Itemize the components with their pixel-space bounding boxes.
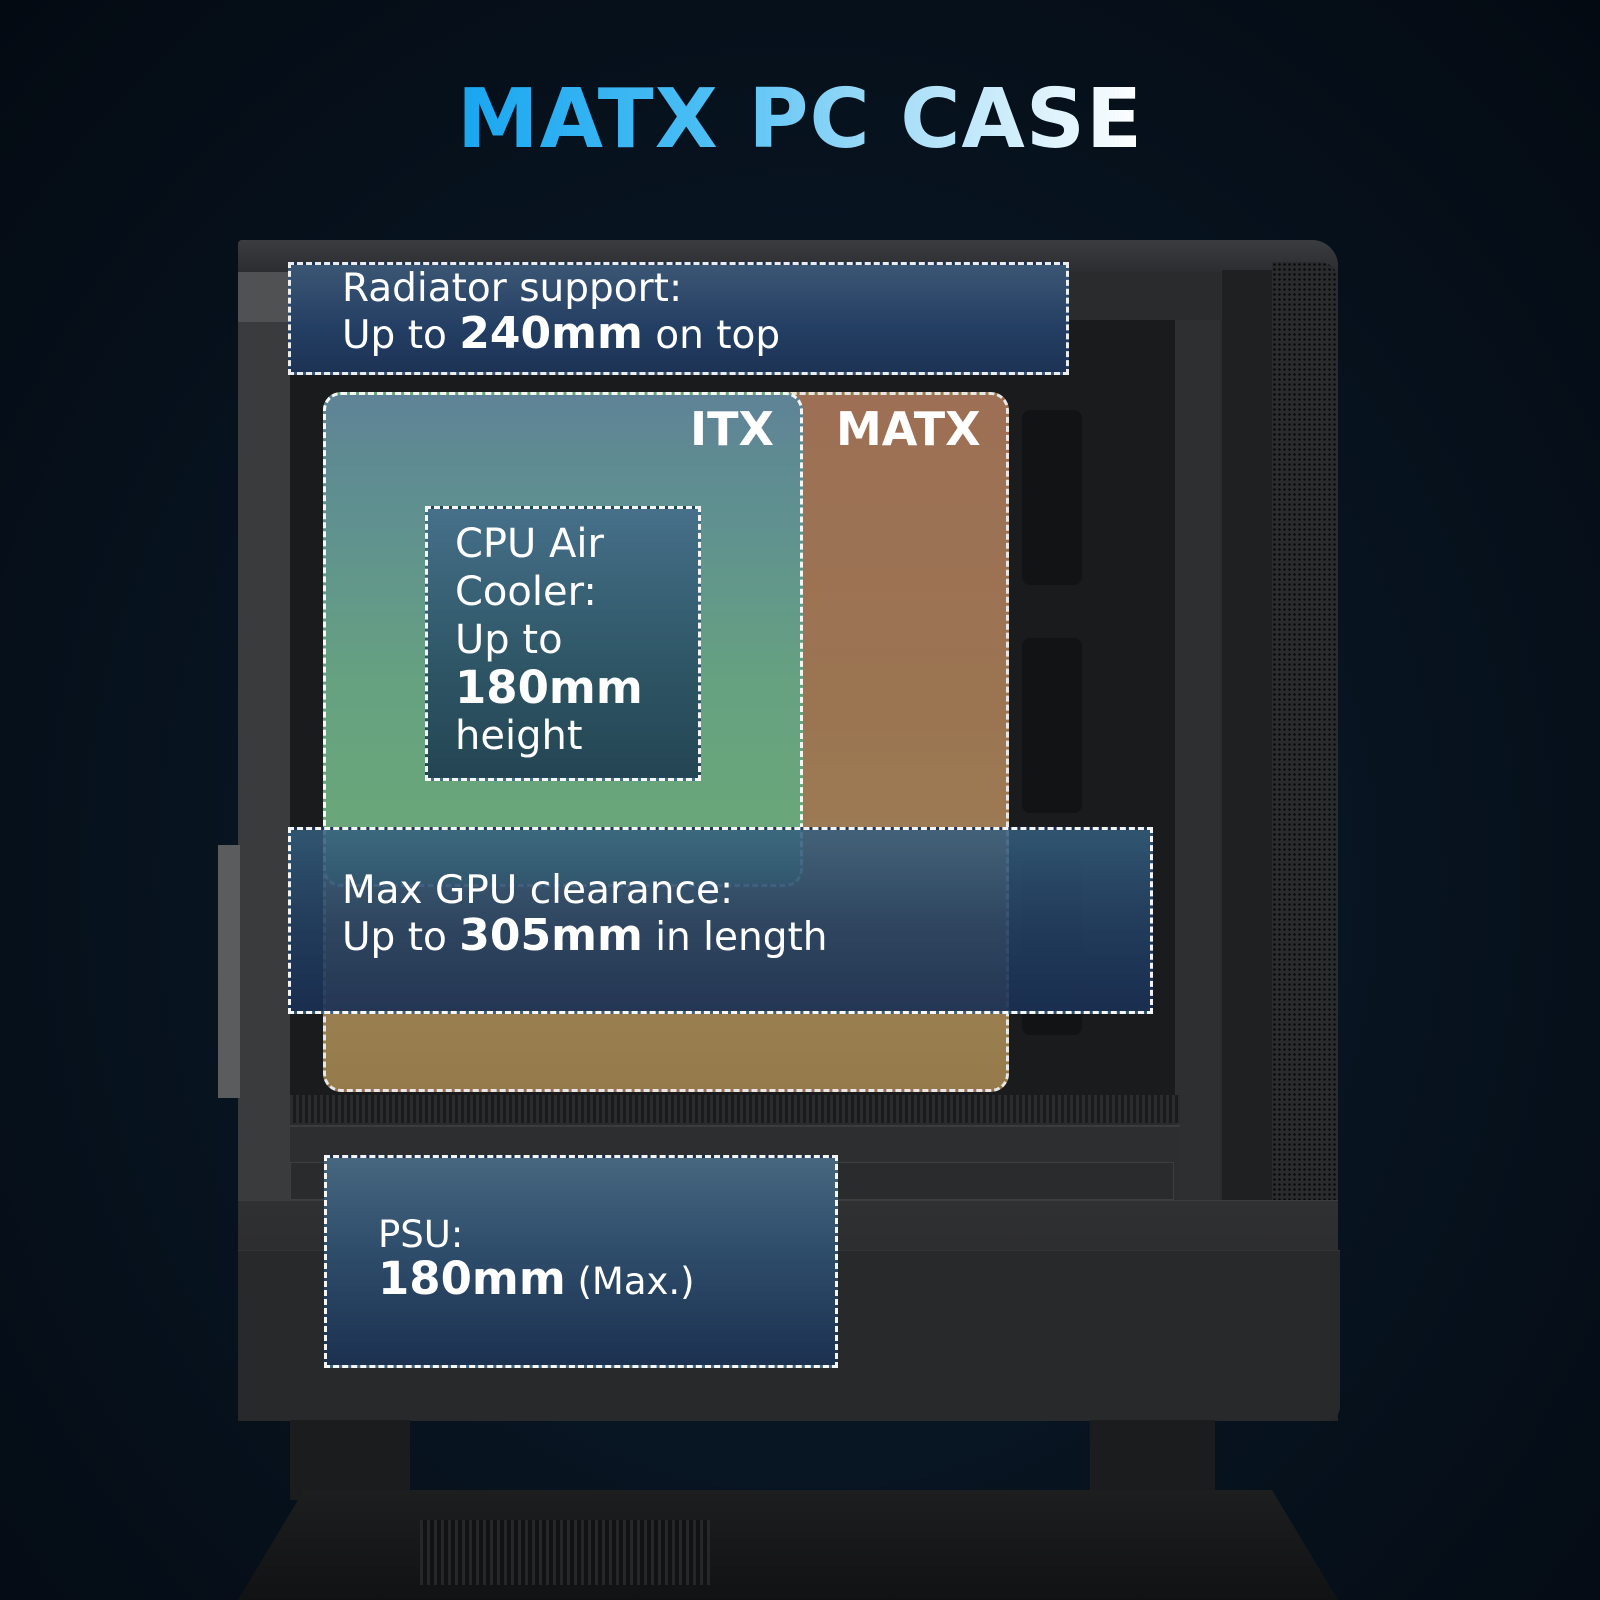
cable-cutout xyxy=(1022,638,1082,813)
cpu-cooler-box xyxy=(425,506,701,781)
cpu-cooler-line2: Cooler: xyxy=(455,569,597,615)
psu-value: 180mm xyxy=(378,1251,566,1305)
cpu-cooler-value: 180mm xyxy=(455,661,643,714)
gpu-prefix: Up to xyxy=(342,915,447,961)
psu-box xyxy=(324,1155,838,1368)
case-foot-left xyxy=(290,1420,410,1500)
cpu-cooler-line3: Up to xyxy=(455,617,563,663)
base-vent-grill xyxy=(420,1520,710,1585)
title-text: MATX PC CASE xyxy=(457,72,1143,167)
gpu-value: 305mm xyxy=(459,910,643,962)
psu-shroud-vent xyxy=(290,1095,1180,1123)
gpu-clearance-box xyxy=(288,827,1153,1014)
case-right-pillar xyxy=(1175,320,1220,1200)
cpu-cooler-text: CPU Air Cooler: Up to 180mm height xyxy=(455,520,643,760)
psu-label: PSU: xyxy=(378,1213,464,1256)
case-left-pillar-top xyxy=(238,272,290,322)
front-mesh-panel xyxy=(1272,262,1338,1252)
radiator-prefix: Up to xyxy=(342,313,447,359)
radiator-support-box xyxy=(288,262,1069,375)
gpu-clearance-text: Max GPU clearance: Up to 305mm in length xyxy=(342,868,828,962)
side-panel-handle xyxy=(218,845,240,1098)
page-title: MATX PC CASE xyxy=(0,72,1600,167)
case-foot-right xyxy=(1090,1420,1215,1500)
matx-label: MATX xyxy=(836,402,981,456)
psu-suffix: (Max.) xyxy=(577,1259,695,1303)
cable-cutout xyxy=(1022,410,1082,585)
itx-label: ITX xyxy=(690,402,774,456)
radiator-value: 240mm xyxy=(459,308,643,360)
gpu-label: Max GPU clearance: xyxy=(342,868,734,913)
radiator-label: Radiator support: xyxy=(342,266,683,311)
radiator-suffix: on top xyxy=(655,313,781,359)
gpu-suffix: in length xyxy=(655,915,828,961)
cpu-cooler-line1: CPU Air xyxy=(455,521,604,567)
cpu-cooler-suffix: height xyxy=(455,713,583,759)
case-left-pillar xyxy=(238,272,290,1202)
psu-text: PSU: 180mm (Max.) xyxy=(378,1215,695,1304)
case-stand-base xyxy=(238,1490,1338,1600)
radiator-support-text: Radiator support: Up to 240mm on top xyxy=(342,266,781,360)
front-fan-strip xyxy=(1222,270,1272,1250)
